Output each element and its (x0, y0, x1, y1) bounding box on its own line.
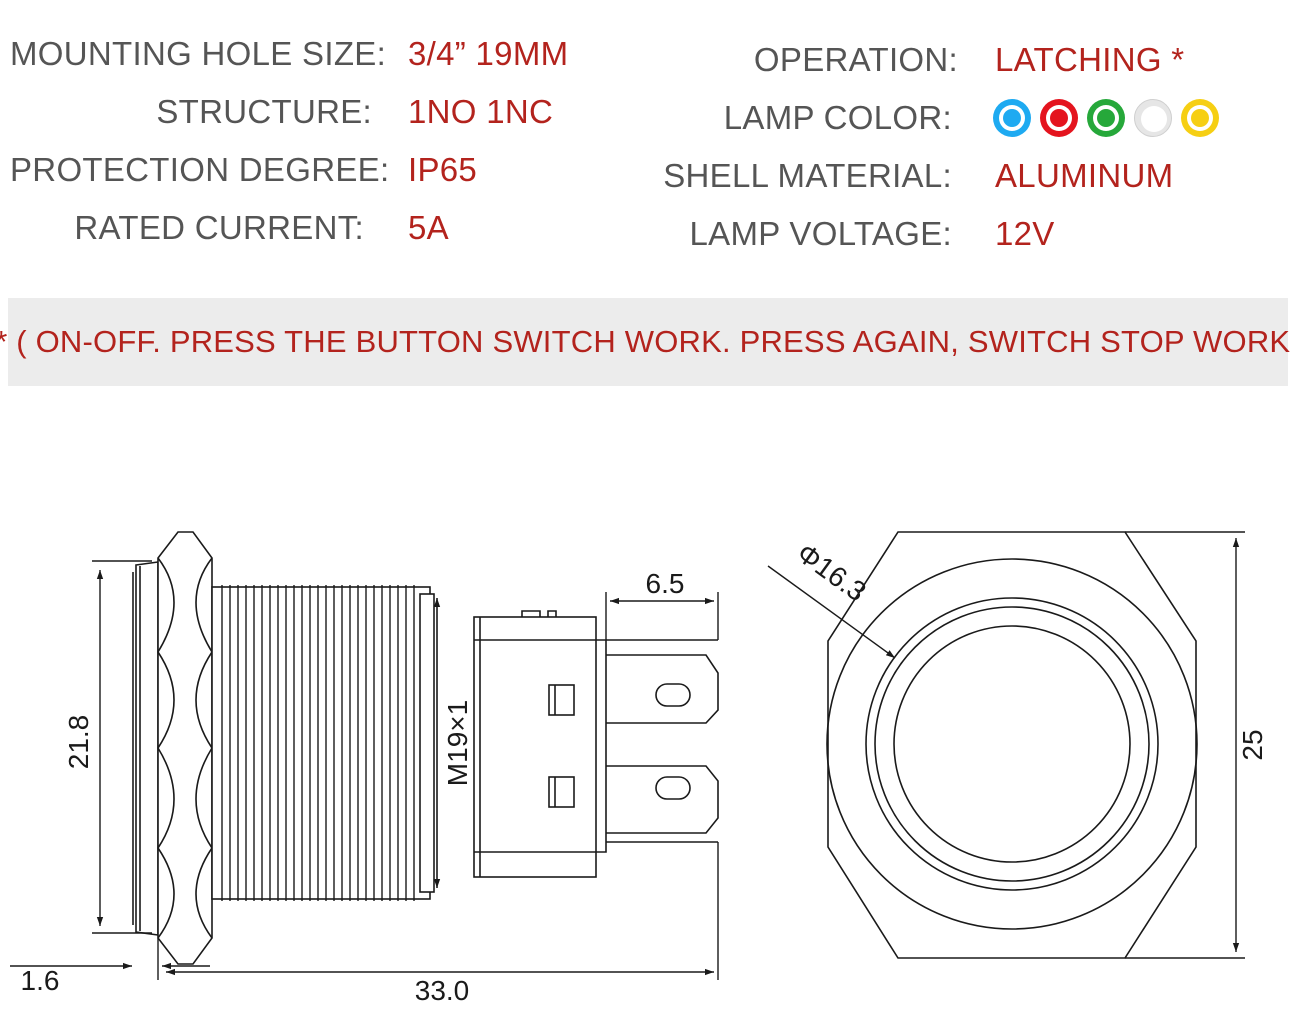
thread-m19x1: M19×1 (442, 700, 473, 786)
structure-label: STRUCTURE: (156, 93, 372, 130)
operation-label: OPERATION: (753, 41, 958, 78)
structure-value: 1NO 1NC (408, 93, 554, 130)
latching-note-banner: * ( ON-OFF. PRESS THE BUTTON SWITCH WORK… (0, 298, 1290, 386)
rated-current-value: 5A (408, 209, 449, 246)
front-view (826, 531, 1198, 959)
side-view (132, 531, 719, 965)
lamp-voltage-value: 12V (995, 215, 1055, 252)
dimension-33-0: 33.0 (415, 975, 470, 1006)
lamp-color-red (1040, 99, 1078, 137)
shell-material-label: SHELL MATERIAL: (663, 157, 952, 194)
rated-current-label: RATED CURRENT: (74, 209, 364, 246)
front-view-dimensions (767, 531, 1245, 959)
lamp-color-label: LAMP COLOR: (723, 99, 952, 136)
dimension-21-8: 21.8 (63, 715, 94, 770)
lamp-color-dot (1145, 110, 1163, 128)
lamp-color-yellow (1181, 99, 1219, 137)
lamp-color-white (1134, 99, 1172, 137)
lamp-color-swatches (993, 97, 1219, 139)
lamp-color-dot (1097, 109, 1115, 127)
lamp-voltage-label: LAMP VOLTAGE: (689, 215, 952, 252)
lamp-color-blue (993, 99, 1031, 137)
dimension-6-5: 6.5 (646, 568, 685, 599)
lamp-color-dot (1050, 109, 1068, 127)
lamp-color-dot (1003, 109, 1021, 127)
operation-value: LATCHING * (995, 41, 1185, 78)
protection-degree-value: IP65 (408, 151, 478, 188)
lamp-color-green (1087, 99, 1125, 137)
thread-lines (221, 585, 415, 901)
lamp-color-dot (1191, 109, 1209, 127)
dimension-diameter-16-3: Φ16.3 (791, 537, 871, 607)
shell-material-value: ALUMINUM (995, 157, 1174, 194)
latching-note-text: * ( ON-OFF. PRESS THE BUTTON SWITCH WORK… (0, 324, 1290, 359)
side-view-dimensions (10, 560, 719, 980)
dimension-1-6: 1.6 (21, 965, 60, 996)
protection-degree-label: PROTECTION DEGREE: (10, 151, 390, 188)
dimension-25: 25 (1237, 729, 1268, 760)
mounting-hole-size-label: MOUNTING HOLE SIZE: (10, 35, 387, 72)
mounting-hole-size-value: 3/4” 19MM (408, 35, 569, 72)
